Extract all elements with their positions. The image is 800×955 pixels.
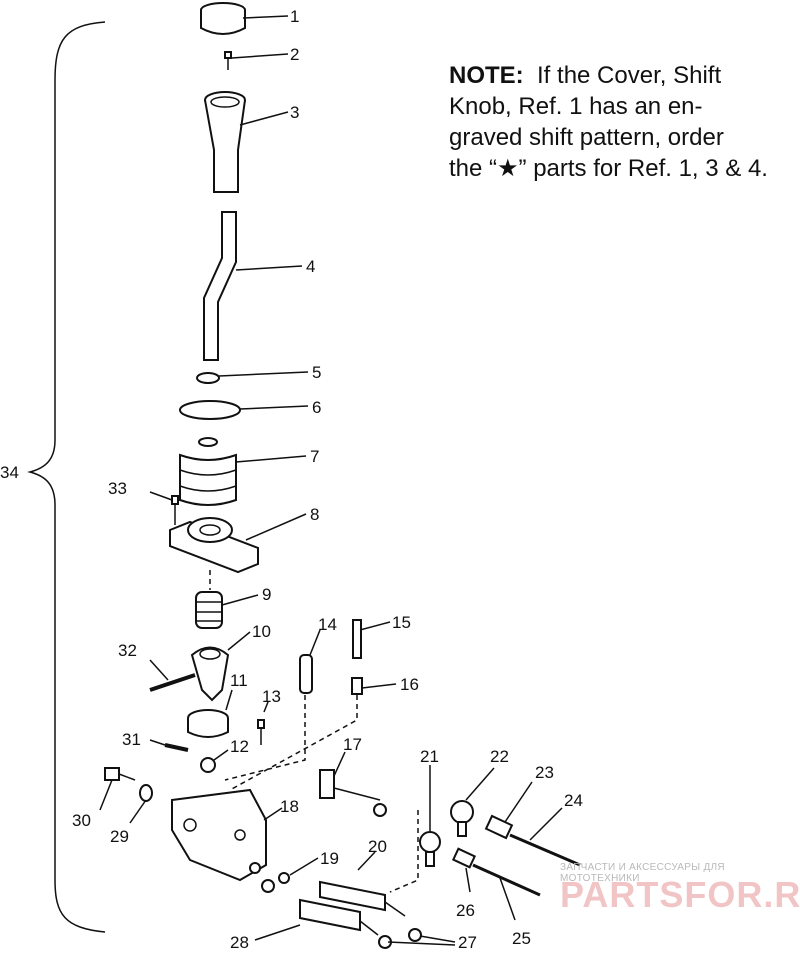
note-text: NOTE: If the Cover, Shift Knob, Ref. 1 h… — [449, 60, 794, 184]
callout-22: 22 — [490, 747, 509, 766]
callout-18: 18 — [280, 797, 299, 816]
callout-29: 29 — [110, 827, 129, 846]
callout-11: 11 — [230, 671, 248, 690]
part-31-pin — [164, 743, 189, 752]
callout-6: 6 — [312, 398, 321, 417]
part-17-cable-end — [319, 769, 387, 817]
callout-13: 13 — [262, 687, 281, 706]
callout-labels: 1 2 3 4 5 6 7 8 9 10 11 12 13 14 15 16 1… — [0, 7, 583, 952]
part-25-cable — [472, 863, 541, 897]
callout-5: 5 — [312, 363, 321, 382]
part-26-jam-nut — [451, 847, 477, 869]
part-16-spacer — [351, 677, 363, 695]
part-30-bolt — [104, 767, 136, 781]
note-line-1-text: If the Cover, Shift — [537, 62, 722, 89]
callout-25: 25 — [512, 929, 531, 948]
callout-26: 26 — [456, 901, 475, 920]
callout-16: 16 — [400, 675, 419, 694]
part-27-nuts — [378, 928, 422, 949]
note-heading: NOTE: — [449, 62, 524, 89]
part-22-rod-end — [450, 800, 474, 837]
callout-12: 12 — [230, 737, 249, 756]
part-33-screw — [171, 495, 179, 525]
callout-27: 27 — [458, 933, 477, 952]
part-19-nuts — [261, 872, 290, 893]
part-8-housing — [169, 517, 259, 574]
part-1-knob-cover — [200, 2, 246, 35]
callout-21: 21 — [420, 747, 439, 766]
part-9-spring — [195, 591, 223, 629]
part-23-adjuster — [484, 814, 514, 840]
part-18-base-housing — [171, 788, 267, 882]
callout-20: 20 — [368, 837, 387, 856]
part-13-screw — [257, 719, 265, 745]
part-21-rod-end — [419, 831, 441, 867]
callout-2: 2 — [290, 45, 299, 64]
part-14-pin — [299, 654, 313, 694]
dashed-guides — [224, 695, 419, 893]
part-10-ball — [190, 646, 230, 702]
part-28-cable — [299, 898, 379, 936]
callout-4: 4 — [306, 257, 315, 276]
callout-23: 23 — [535, 763, 554, 782]
part-24-cable — [509, 833, 581, 867]
part-11-bushing — [187, 709, 229, 738]
callout-28: 28 — [230, 933, 249, 952]
callout-24: 24 — [564, 791, 583, 810]
note-line-4: the “★” parts for Ref. 1, 3 & 4. — [449, 155, 768, 182]
part-3-shift-knob — [204, 91, 246, 193]
assembly-brace — [27, 21, 106, 933]
callout-14: 14 — [318, 615, 337, 634]
callout-30: 30 — [72, 811, 91, 830]
part-4-shift-lever — [203, 211, 237, 361]
callout-10: 10 — [252, 622, 271, 641]
note-line-2: Knob, Ref. 1 has an en- — [449, 93, 703, 120]
part-15-stud — [352, 619, 362, 659]
callout-17: 17 — [343, 735, 362, 754]
part-12-ball-end — [200, 757, 216, 773]
callout-34: 34 — [0, 463, 19, 482]
callout-33: 33 — [108, 479, 127, 498]
part-5-washer — [196, 372, 220, 384]
part-6-o-ring — [179, 400, 241, 420]
watermark-logo: PARTSFOR.RU — [560, 874, 800, 915]
part-7-boot — [179, 437, 237, 506]
watermark-tagline: ЗАПЧАСТИ И АКСЕССУАРЫ ДЛЯ МОТОТЕХНИКИ — [560, 862, 725, 884]
callout-8: 8 — [310, 505, 319, 524]
note-line-3: graved shift pattern, order — [449, 124, 724, 151]
callout-32: 32 — [118, 641, 137, 660]
callout-15: 15 — [392, 613, 411, 632]
callout-31: 31 — [122, 730, 141, 749]
part-2-screw — [224, 51, 232, 70]
part-29-washer — [139, 784, 153, 802]
callout-leaders — [99, 15, 563, 946]
part-20-cable — [319, 880, 406, 917]
note-line-1: NOTE: If the Cover, Shift — [449, 60, 794, 91]
callout-3: 3 — [290, 103, 299, 122]
callout-7: 7 — [310, 447, 319, 466]
part-32-pin — [149, 673, 196, 692]
callout-1: 1 — [290, 7, 299, 26]
callout-19: 19 — [320, 849, 339, 868]
callout-9: 9 — [262, 585, 271, 604]
